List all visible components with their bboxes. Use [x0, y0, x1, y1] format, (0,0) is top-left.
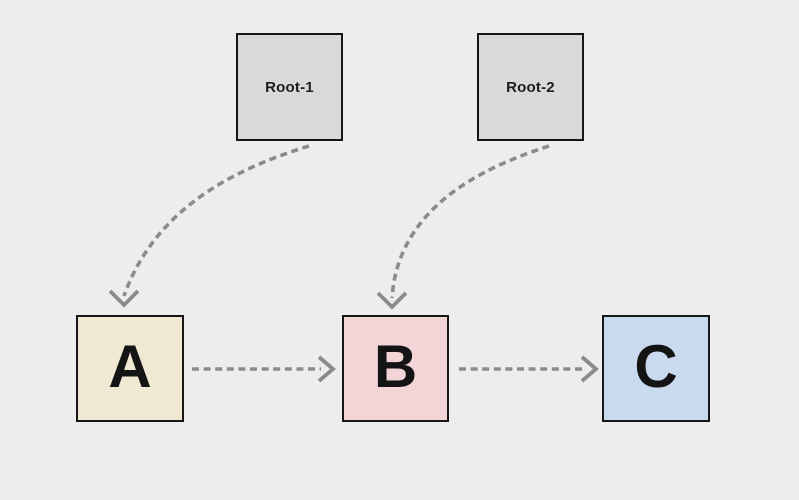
node-root-2: Root-2 [477, 33, 584, 141]
arrowhead-down-a-icon [108, 289, 140, 308]
arrowhead-down-b-icon [376, 291, 408, 310]
node-c-label: C [634, 332, 678, 400]
node-root-1-label: Root-1 [265, 78, 314, 96]
node-b: B [342, 315, 449, 422]
edge-root2-to-b [390, 144, 550, 299]
node-a-label: A [108, 332, 152, 400]
node-root-2-label: Root-2 [506, 78, 555, 96]
node-b-label: B [373, 332, 418, 400]
arrowhead-right-c-icon [580, 355, 599, 383]
node-a: A [76, 315, 184, 422]
arrowhead-right-b-icon [317, 355, 336, 383]
edge-root1-to-a [122, 144, 310, 297]
node-c: C [602, 315, 710, 422]
node-root-1: Root-1 [236, 33, 343, 141]
